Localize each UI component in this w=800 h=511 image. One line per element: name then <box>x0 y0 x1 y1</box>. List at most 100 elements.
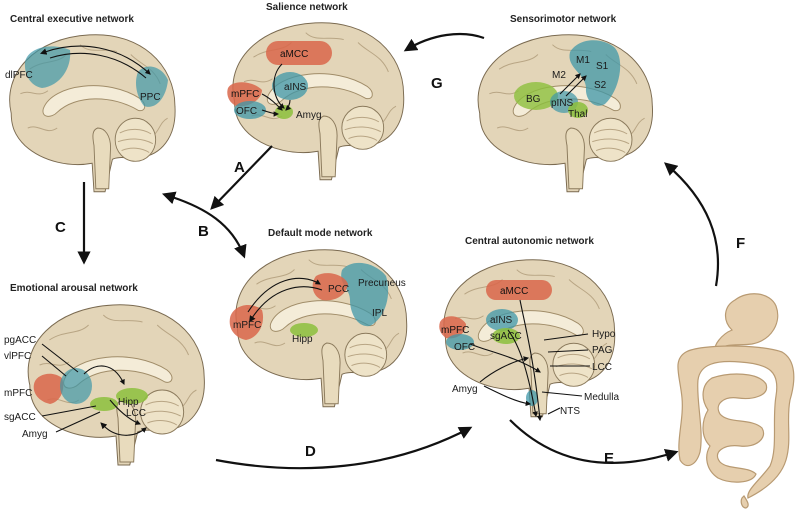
leader-nts <box>547 407 561 415</box>
stomach <box>714 293 779 354</box>
leader-sgacc-ean <box>41 405 97 417</box>
connection-amyg-hypo <box>479 356 530 383</box>
label-lcc-ean: LCC <box>126 408 146 419</box>
small-intestine <box>702 373 768 483</box>
connection-mpfc-pcc-1 <box>247 277 321 313</box>
label-pcc: PCC <box>328 284 349 295</box>
arrow-label-d: D <box>305 443 316 460</box>
panel-title-emotional-arousal: Emotional arousal network <box>10 283 138 294</box>
label-vlpfc: vlPFC <box>4 351 31 362</box>
arrow-label-b: B <box>198 223 209 240</box>
region-ofc <box>234 101 266 119</box>
label-mpfc-dmn: mPFC <box>233 320 261 331</box>
label-sgacc-can: sgACC <box>490 331 522 342</box>
large-intestine <box>677 345 795 499</box>
region-amcc <box>266 41 332 65</box>
panel-title-salience: Salience network <box>266 2 348 13</box>
region-m1-s1 <box>569 40 621 106</box>
brain-sensorimotor <box>477 34 653 193</box>
region-thal <box>568 102 588 118</box>
label-ains: aINS <box>284 82 307 93</box>
connection-ofc-amyg <box>261 109 280 117</box>
connection-sensorimotor-1 <box>559 73 581 95</box>
label-dlpfc: dlPFC <box>5 70 33 81</box>
region-hipp-dmn <box>290 323 318 337</box>
label-amcc: aMCC <box>280 49 308 60</box>
region-mpfc <box>227 82 262 107</box>
label-mpfc-salience: mPFC <box>231 89 259 100</box>
label-amyg-salience: Amyg <box>296 110 322 121</box>
arrow-g <box>403 32 485 52</box>
label-nts: NTS <box>560 406 580 417</box>
connection-ofc-pag <box>469 343 541 373</box>
label-bg: BG <box>526 94 541 105</box>
label-lcc-can: LCC <box>592 362 612 373</box>
label-s2: S2 <box>594 80 607 91</box>
arrow-f <box>663 162 720 287</box>
label-ofc-salience: OFC <box>236 106 257 117</box>
rectum <box>740 495 749 509</box>
connection-pgacc-hipp <box>83 365 125 386</box>
arrow-d <box>215 426 473 470</box>
panel-salience: Salience network aMCC aINS mPFC OFC Amyg <box>227 2 405 181</box>
leader-pgacc <box>41 343 79 373</box>
panel-title-sensorimotor: Sensorimotor network <box>510 14 617 25</box>
panel-title-central-autonomic: Central autonomic network <box>465 236 594 247</box>
leader-hypo <box>543 333 589 341</box>
label-amcc-can: aMCC <box>500 286 528 297</box>
connection-amcc-medulla <box>519 299 543 422</box>
label-mpfc-ean: mPFC <box>4 388 32 399</box>
region-precuneus-ipl <box>341 262 389 327</box>
region-bg <box>514 82 558 110</box>
label-amyg-can: Amyg <box>452 384 478 395</box>
label-pins: pINS <box>551 98 574 109</box>
label-m1: M1 <box>576 55 590 66</box>
label-sgacc-ean: sgACC <box>4 412 36 423</box>
connection-amyg-lcc <box>100 422 147 436</box>
label-s1: S1 <box>596 61 609 72</box>
connection-amyg-medulla <box>483 385 532 407</box>
arrow-e <box>509 419 679 465</box>
label-medulla: Medulla <box>584 392 619 403</box>
leader-medulla <box>541 391 583 397</box>
leader-vlpfc <box>41 355 67 377</box>
network-arrows: A B C D E F G <box>55 32 745 470</box>
region-amyg <box>275 105 293 119</box>
panel-title-central-executive: Central executive network <box>10 14 134 25</box>
label-thal: Thal <box>568 109 587 120</box>
panel-sensorimotor: Sensorimotor network M1 M2 S1 S2 BG pINS… <box>477 14 653 193</box>
panel-central-autonomic: Central autonomic network aMCC aINS mPFC… <box>439 236 619 422</box>
label-amyg-ean: Amyg <box>22 429 48 440</box>
arrow-label-e: E <box>604 450 614 467</box>
label-ains-can: aINS <box>490 315 513 326</box>
region-hipp-ean <box>116 388 148 404</box>
panel-default-mode: Default mode network PCC Precuneus mPFC … <box>229 228 408 408</box>
label-ppc: PPC <box>140 92 161 103</box>
label-hipp-ean: Hipp <box>118 397 139 408</box>
label-hipp-dmn: Hipp <box>292 334 313 345</box>
connection-dlpfc-ppc-2 <box>49 52 147 79</box>
connection-dlpfc-ppc <box>40 45 151 75</box>
panel-title-default-mode: Default mode network <box>268 228 373 239</box>
region-mpfc-ean <box>33 373 64 404</box>
leader-pag <box>547 349 589 353</box>
region-mpfc-can <box>439 316 466 339</box>
arrow-label-c: C <box>55 219 66 236</box>
region-sgacc-can <box>492 328 520 344</box>
region-ofc-can <box>446 334 474 350</box>
connection-mpfc-amyg <box>261 93 283 111</box>
panel-central-executive: Central executive network dlPFC PPC <box>5 14 176 193</box>
label-precuneus: Precuneus <box>358 278 406 289</box>
arrow-label-f: F <box>736 235 745 252</box>
label-pgacc: pgACC <box>4 335 36 346</box>
panel-emotional-arousal: Emotional arousal network pgACC vlPFC mP… <box>4 283 205 466</box>
label-hypo: Hypo <box>592 329 616 340</box>
region-pcc <box>312 273 348 301</box>
arrow-b <box>161 191 247 259</box>
region-ains <box>272 72 308 100</box>
label-ipl: IPL <box>372 308 387 319</box>
gut-illustration <box>677 293 795 509</box>
label-m2: M2 <box>552 70 566 81</box>
